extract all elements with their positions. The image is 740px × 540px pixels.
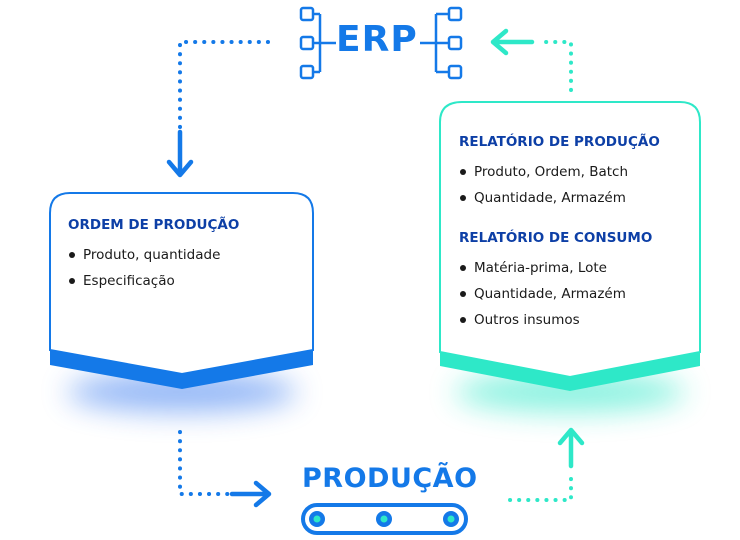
list-item: Produto, Ordem, Batch	[459, 163, 699, 181]
arrow-down-icon	[166, 129, 194, 178]
arrow-right-icon	[229, 480, 272, 508]
list-item: Outros insumos	[459, 311, 699, 329]
production-report-heading: RELATÓRIO DE PRODUÇÃO	[459, 134, 660, 150]
erp-title: ERP	[336, 19, 418, 60]
order-card	[49, 192, 314, 389]
connector-production-to-report	[508, 427, 585, 502]
order-card-glow	[67, 372, 297, 412]
arrow-up-icon	[557, 427, 585, 469]
list-item: Quantidade, Armazém	[459, 189, 699, 207]
list-item: Especificação	[68, 272, 298, 290]
connector-report-to-erp	[490, 28, 573, 92]
list-item: Matéria-prima, Lote	[459, 259, 699, 277]
order-card-list: Produto, quantidade Especificação	[68, 246, 298, 290]
report-card-glow	[455, 372, 685, 412]
report-card-content: RELATÓRIO DE PRODUÇÃO Produto, Ordem, Ba…	[459, 133, 699, 337]
list-item: Produto, quantidade	[68, 246, 298, 264]
connector-erp-to-order	[166, 40, 270, 178]
connector-order-to-production	[178, 430, 272, 508]
production-title: PRODUÇÃO	[302, 463, 478, 494]
order-card-content: ORDEM DE PRODUÇÃO Produto, quantidade Es…	[68, 216, 298, 298]
report-card	[439, 101, 701, 391]
order-card-heading: ORDEM DE PRODUÇÃO	[68, 217, 240, 233]
list-item: Quantidade, Armazém	[459, 285, 699, 303]
consumption-report-list: Matéria-prima, Lote Quantidade, Armazém …	[459, 259, 699, 329]
consumption-report-heading: RELATÓRIO DE CONSUMO	[459, 230, 653, 246]
arrow-left-icon	[490, 28, 535, 56]
conveyor-icon	[301, 503, 468, 535]
production-report-list: Produto, Ordem, Batch Quantidade, Armazé…	[459, 163, 699, 207]
erp-network-icon	[299, 6, 463, 80]
